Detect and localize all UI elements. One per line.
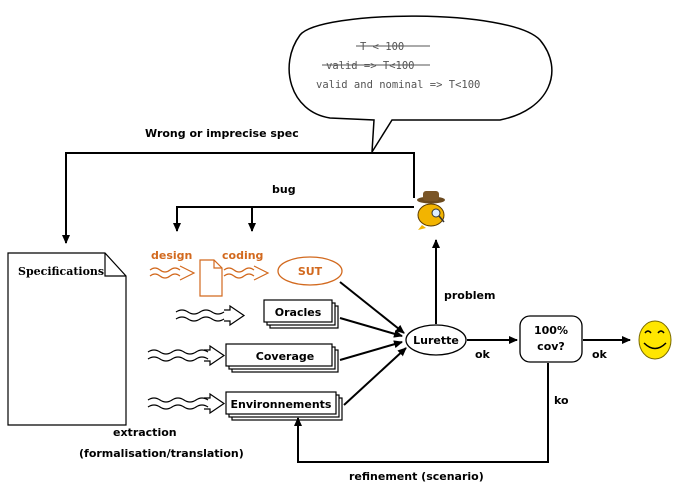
bug-label: bug: [272, 183, 296, 196]
sut-label: SUT: [298, 265, 323, 278]
specifications-label: Specifications: [18, 265, 104, 278]
lurette-node: Lurette: [405, 324, 467, 356]
sut-to-lurette-arrow: [339, 281, 405, 334]
oracles-to-lurette-arrow: [339, 317, 403, 338]
coverage-to-lurette-arrow: [339, 340, 403, 361]
bubble-line-3: valid and nominal => T<100: [316, 79, 480, 91]
design-label: design: [151, 249, 192, 262]
coding-wavy-arrow: [223, 265, 270, 281]
wrong-spec-arrow: [62, 152, 415, 244]
ko-label: ko: [554, 394, 569, 407]
design-wavy-arrow: [149, 265, 196, 281]
bubble-line-2: valid => T<100: [326, 60, 415, 72]
bug-arrow: [173, 206, 414, 232]
thought-bubble: T < 100 valid => T<100 valid and nominal…: [288, 15, 553, 153]
specifications-document: Specifications: [7, 252, 127, 426]
coverage-decision-node: 100% cov?: [519, 315, 583, 363]
coverage-box: Coverage: [225, 343, 339, 373]
coding-label: coding: [222, 249, 263, 262]
ok-label-2: ok: [592, 348, 608, 361]
refinement-label: refinement (scenario): [349, 470, 484, 483]
smiley-icon: [638, 320, 672, 360]
detective-icon: [417, 191, 445, 230]
sut-node: SUT: [277, 256, 343, 286]
environnements-label: Environnements: [231, 398, 332, 411]
lurette-label: Lurette: [413, 334, 459, 347]
bubble-line-1: T < 100: [360, 41, 404, 53]
oracles-box: Oracles: [263, 299, 339, 329]
design-document-icon: [199, 259, 223, 297]
coverage-wavy-arrow: [147, 344, 226, 367]
refinement-arrow: [294, 363, 549, 463]
problem-label: problem: [444, 289, 495, 302]
environnements-box: Environnements: [225, 391, 343, 421]
extraction-label: extraction: [113, 426, 177, 439]
decision-label-line1: 100%: [534, 324, 568, 337]
ok-label-1: ok: [475, 348, 491, 361]
coverage-label: Coverage: [256, 350, 314, 363]
formalisation-label: (formalisation/translation): [79, 447, 244, 460]
oracles-label: Oracles: [275, 306, 322, 319]
environnements-to-lurette-arrow: [343, 347, 407, 406]
decision-label-line2: cov?: [537, 340, 565, 353]
environnements-wavy-arrow: [147, 392, 226, 415]
oracles-wavy-arrow: [175, 304, 246, 327]
wrong-spec-label: Wrong or imprecise spec: [145, 127, 299, 140]
